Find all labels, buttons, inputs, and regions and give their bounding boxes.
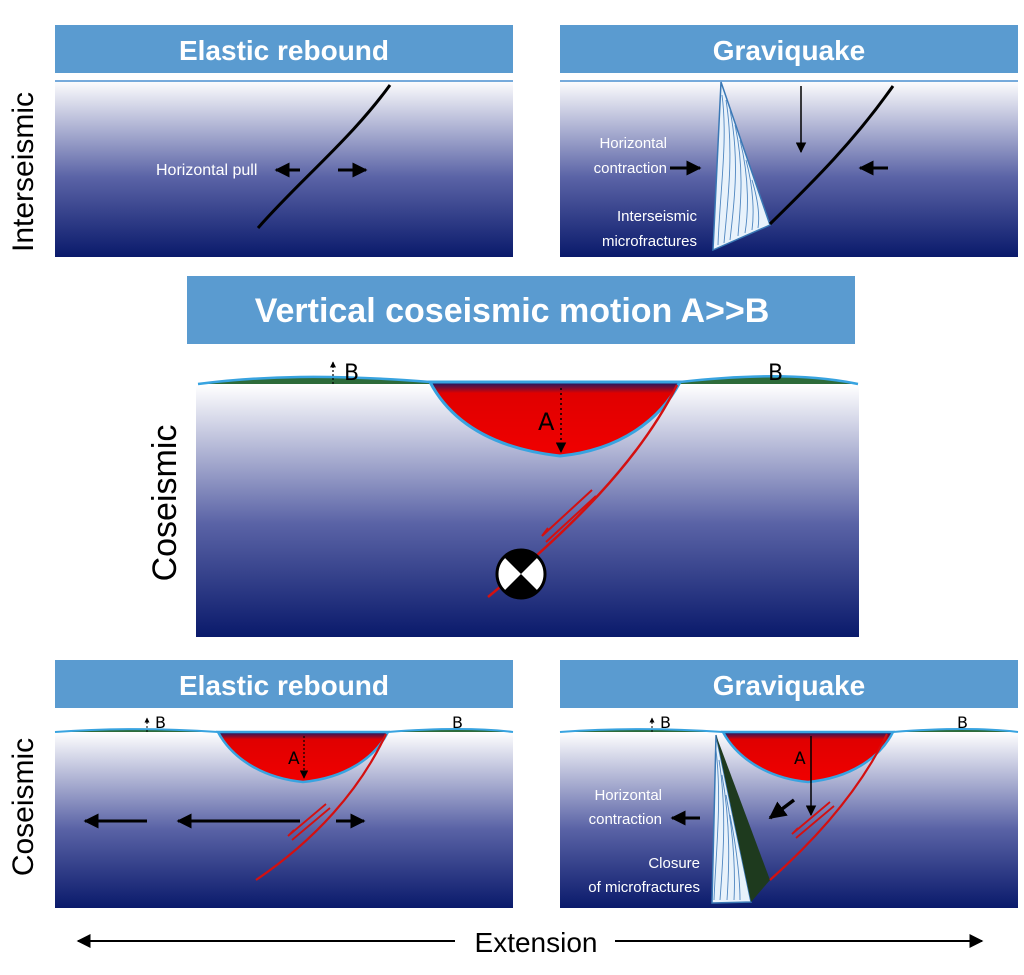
panel-header (560, 25, 1018, 73)
fault-line (255, 733, 387, 881)
microfractures-label-1: Interseismic (617, 208, 698, 225)
panel-top-left: Elastic rebound Horizontal pull (55, 25, 513, 257)
label-b-left: B (660, 713, 671, 732)
slip-arrow (541, 489, 597, 543)
side-label-coseismic-middle: Coseismic (146, 425, 184, 582)
extension-label: Extension (475, 927, 598, 958)
side-label-coseismic-bottom: Coseismic (7, 738, 40, 876)
fault-line (769, 733, 888, 881)
contraction-label-2: contraction (594, 160, 667, 177)
pull-label: Horizontal pull (156, 162, 257, 179)
microfracture-wedge (712, 81, 771, 252)
microfractures-label-2: microfractures (602, 233, 697, 250)
side-label-interseismic: Interseismic (7, 92, 40, 252)
label-b-left: B (155, 713, 166, 732)
label-b-left: B (344, 361, 359, 386)
closure-arrow (768, 798, 796, 820)
panel-header (560, 660, 1018, 708)
panel-header (55, 25, 513, 73)
label-b-right: B (768, 361, 783, 386)
panel-bottom-right: Graviquake A B B Horizontal contraction … (559, 660, 1019, 908)
label-a: A (288, 749, 300, 769)
label-a: A (794, 749, 806, 769)
panel-title: Graviquake (713, 670, 866, 701)
slip-arrow (791, 801, 835, 839)
fault-line (768, 85, 895, 226)
panel-center: Vertical coseismic motion A>>B A B B (187, 276, 859, 637)
focal-mechanism (495, 548, 547, 600)
panel-top-right: Graviquake Horizontal contraction Inters… (560, 25, 1018, 257)
extension-axis: Extension (76, 927, 984, 958)
fault-line (256, 84, 392, 229)
panel-bottom-left: Elastic rebound A B B (54, 660, 514, 908)
slip-arrow (287, 803, 331, 841)
panel-title: Vertical coseismic motion A>>B (255, 292, 770, 330)
crust-block (560, 80, 1018, 257)
closed-microfracture-wedge (711, 734, 770, 904)
label-b-right: B (957, 713, 968, 732)
subsidence-basin (215, 730, 391, 784)
panel-title: Elastic rebound (179, 670, 389, 701)
contraction-label-1: Horizontal (599, 135, 667, 152)
closure-label-1: Closure (648, 855, 700, 872)
subsidence-basin (720, 730, 896, 784)
label-a: A (538, 408, 555, 436)
contraction-label-2: contraction (589, 811, 662, 828)
panel-header (187, 276, 855, 344)
panel-header (55, 660, 513, 708)
contraction-label-1: Horizontal (594, 787, 662, 804)
label-b-right: B (452, 713, 463, 732)
subsidence-basin (427, 380, 683, 458)
closure-label-2: of microfractures (588, 879, 700, 896)
panel-title: Elastic rebound (179, 35, 389, 66)
panel-title: Graviquake (713, 35, 866, 66)
